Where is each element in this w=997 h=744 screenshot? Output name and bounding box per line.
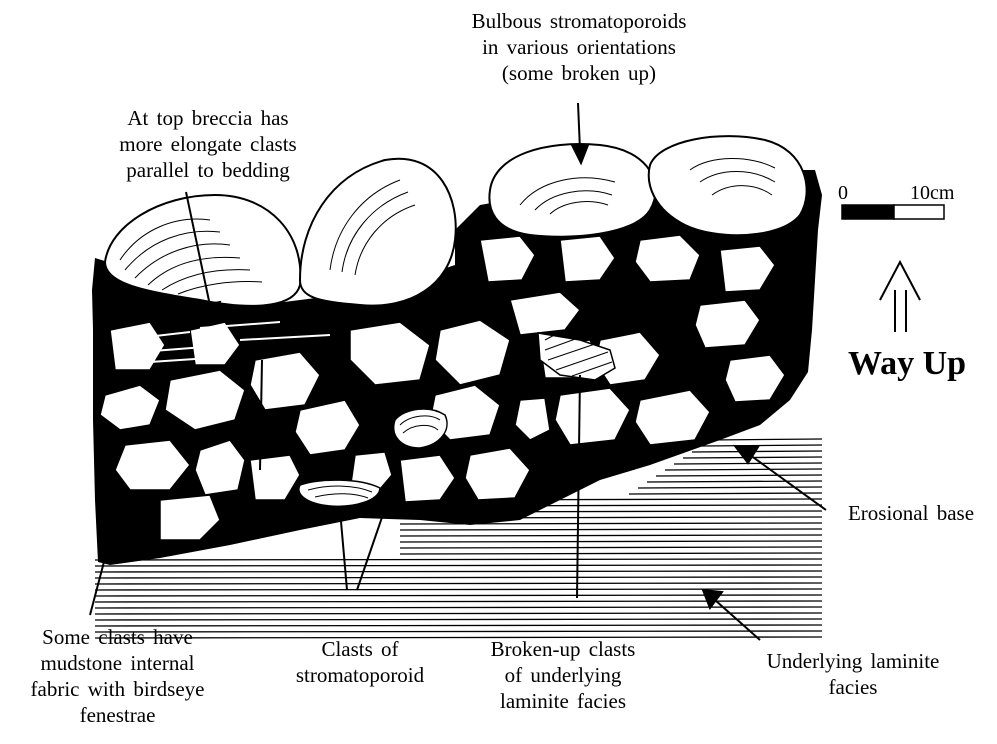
label-line: (some broken up): [424, 60, 734, 86]
label-line: laminite facies: [458, 688, 668, 714]
laminite-line: [710, 439, 822, 440]
laminite-line: [400, 547, 822, 548]
label-line: Underlying laminite: [728, 648, 978, 674]
label-line: At top breccia has: [78, 105, 338, 131]
laminite-line: [95, 589, 822, 590]
laminite-line: [400, 553, 822, 554]
label-line: Some clasts have: [5, 624, 230, 650]
laminite-line: [665, 469, 822, 470]
laminite-line: [95, 565, 822, 566]
label-line: fenestrae: [5, 702, 230, 728]
laminite-line: [95, 583, 822, 584]
laminite-line: [692, 451, 822, 452]
label-top-breccia: At top breccia has more elongate clasts …: [78, 105, 338, 183]
laminite-line: [701, 445, 822, 446]
label-bulbous: Bulbous stromatoporoids in various orien…: [424, 8, 734, 86]
laminite-line: [400, 541, 822, 542]
label-line: mudstone internal: [5, 650, 230, 676]
laminite-line: [95, 577, 822, 578]
laminite-line: [95, 607, 822, 608]
label-line: Erosional base: [826, 500, 996, 526]
laminite-line: [95, 619, 822, 620]
laminite-line: [95, 571, 822, 572]
label-line: facies: [728, 674, 978, 700]
scale-bar: [842, 205, 944, 219]
scale-max-label: 10cm: [910, 182, 954, 205]
label-clasts-strom: Clasts of stromatoporoid: [270, 636, 450, 688]
label-erosional: Erosional base: [826, 500, 996, 526]
label-line: more elongate clasts: [78, 131, 338, 157]
label-line: fabric with birdseye: [5, 676, 230, 702]
laminite-line: [95, 559, 822, 560]
label-underlying: Underlying laminite facies: [728, 648, 978, 700]
label-line: in various orientations: [424, 34, 734, 60]
laminite-line: [400, 535, 822, 536]
laminite-line: [95, 613, 822, 614]
way-up-arrow-icon: [880, 262, 920, 332]
way-up-label: Way Up: [848, 345, 966, 383]
label-line: parallel to bedding: [78, 157, 338, 183]
laminite-line: [400, 529, 822, 530]
label-line: Clasts of: [270, 636, 450, 662]
label-line: of underlying: [458, 662, 668, 688]
laminite-line: [647, 481, 822, 482]
label-broken-up: Broken-up clasts of underlying laminite …: [458, 636, 668, 714]
scale-min-label: 0: [838, 182, 848, 205]
label-line: Bulbous stromatoporoids: [424, 8, 734, 34]
label-some-clasts: Some clasts have mudstone internal fabri…: [5, 624, 230, 728]
laminite-line: [629, 493, 822, 494]
laminite-line: [656, 475, 822, 476]
label-line: stromatoporoid: [270, 662, 450, 688]
label-line: Broken-up clasts: [458, 636, 668, 662]
